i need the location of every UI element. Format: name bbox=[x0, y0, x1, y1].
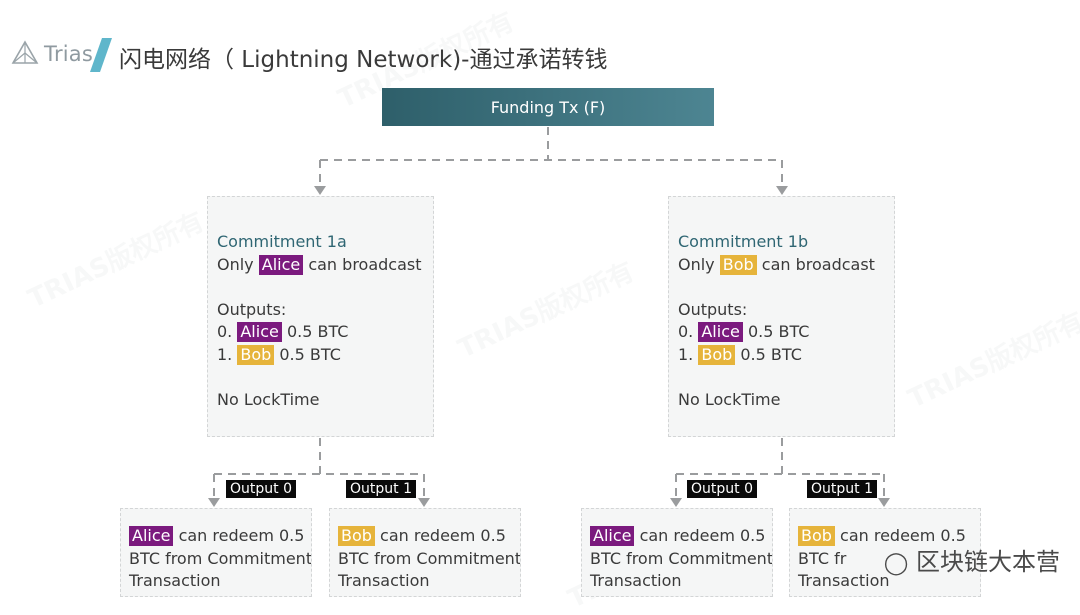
output-1-label: Output 1 bbox=[807, 480, 877, 498]
redeem-text: can redeem 0.5 bbox=[178, 526, 305, 545]
redeem-line-1: Bob can redeem 0.5 bbox=[338, 525, 520, 548]
redeem-line-1: Alice can redeem 0.5 bbox=[129, 525, 311, 548]
redeem-line-1: Bob can redeem 0.5 bbox=[798, 525, 980, 548]
bob-tag: Bob bbox=[237, 344, 275, 365]
channel-watermark: ◯ 区块链大本营 bbox=[884, 542, 1060, 577]
locktime-text: No LockTime bbox=[217, 389, 320, 409]
redeem-line-3: Transaction bbox=[338, 571, 430, 590]
redeem-text: can redeem 0.5 bbox=[840, 526, 966, 545]
page-title: 闪电网络（ Lightning Network)-通过承诺转钱 bbox=[119, 47, 608, 73]
output-line-1: 1. Bob 0.5 BTC bbox=[678, 344, 894, 367]
logo-text: Trias bbox=[44, 42, 94, 66]
alice-tag: Alice bbox=[237, 322, 282, 342]
redeem-line-1: Alice can redeem 0.5 bbox=[590, 525, 772, 548]
redeem-box-bob-1b: Bob can redeem 0.5 BTC fr Transaction bbox=[789, 508, 981, 597]
outputs-label: Outputs: bbox=[678, 299, 748, 319]
only-prefix: Only bbox=[217, 254, 254, 274]
commitment-title: Commitment 1a bbox=[217, 232, 347, 251]
slash-accent-icon bbox=[90, 38, 112, 72]
redeem-text: can redeem 0.5 bbox=[639, 526, 766, 545]
redeem-line-3: Transaction bbox=[798, 571, 890, 590]
output-index: 0. bbox=[217, 322, 233, 341]
output-amount: 0.5 BTC bbox=[286, 322, 349, 341]
redeem-box-alice-1a: Alice can redeem 0.5 BTC from Commitment… bbox=[120, 508, 312, 597]
redeem-text: can redeem 0.5 bbox=[380, 526, 506, 545]
redeem-line-3: Transaction bbox=[590, 571, 682, 590]
bob-tag: Bob bbox=[719, 254, 757, 275]
alice-tag: Alice bbox=[590, 526, 635, 546]
redeem-line-2: BTC from Commitment bbox=[338, 548, 521, 568]
output-0-label: Output 0 bbox=[226, 480, 296, 498]
output-index: 0. bbox=[678, 322, 694, 341]
funding-tx-box: Funding Tx (F) bbox=[382, 88, 714, 126]
funding-tx-label: Funding Tx (F) bbox=[490, 97, 606, 117]
alice-tag: Alice bbox=[698, 322, 743, 342]
broadcast-line: Only Bob can broadcast bbox=[678, 254, 894, 277]
redeem-box-alice-1b: Alice can redeem 0.5 BTC from Commitment… bbox=[581, 508, 773, 597]
bob-tag: Bob bbox=[698, 344, 736, 365]
output-line-1: 1. Bob 0.5 BTC bbox=[217, 344, 433, 367]
redeem-box-bob-1a: Bob can redeem 0.5 BTC from Commitment T… bbox=[329, 508, 521, 597]
channel-watermark-text: 区块链大本营 bbox=[916, 548, 1060, 576]
only-prefix: Only bbox=[678, 254, 715, 274]
trias-logo-icon bbox=[11, 40, 39, 64]
output-amount: 0.5 BTC bbox=[740, 344, 802, 364]
redeem-line-2: BTC from Commitment bbox=[129, 548, 312, 568]
only-suffix: can broadcast bbox=[308, 254, 422, 274]
output-0-label: Output 0 bbox=[687, 480, 757, 498]
commitment-box-1b: Commitment 1b Only Bob can broadcast Out… bbox=[668, 196, 895, 437]
wechat-icon: ◯ bbox=[883, 551, 909, 576]
output-index: 1. bbox=[217, 344, 233, 364]
output-line-0: 0. Alice 0.5 BTC bbox=[217, 321, 433, 344]
output-1-label: Output 1 bbox=[346, 480, 416, 498]
output-amount: 0.5 BTC bbox=[747, 322, 810, 341]
output-amount: 0.5 BTC bbox=[279, 344, 341, 364]
redeem-line-2: BTC fr bbox=[798, 548, 847, 568]
bob-tag: Bob bbox=[338, 526, 375, 546]
broadcast-line: Only Alice can broadcast bbox=[217, 254, 433, 277]
outputs-label: Outputs: bbox=[217, 299, 287, 319]
locktime-text: No LockTime bbox=[678, 389, 781, 409]
output-index: 1. bbox=[678, 344, 694, 364]
output-line-0: 0. Alice 0.5 BTC bbox=[678, 321, 894, 344]
only-suffix: can broadcast bbox=[761, 254, 875, 274]
commitment-title: Commitment 1b bbox=[678, 232, 809, 251]
redeem-line-3: Transaction bbox=[129, 571, 221, 590]
alice-tag: Alice bbox=[129, 526, 174, 546]
commitment-box-1a: Commitment 1a Only Alice can broadcast O… bbox=[207, 196, 434, 437]
redeem-line-2: BTC from Commitment bbox=[590, 548, 773, 568]
alice-tag: Alice bbox=[258, 254, 304, 275]
bob-tag: Bob bbox=[798, 526, 835, 546]
